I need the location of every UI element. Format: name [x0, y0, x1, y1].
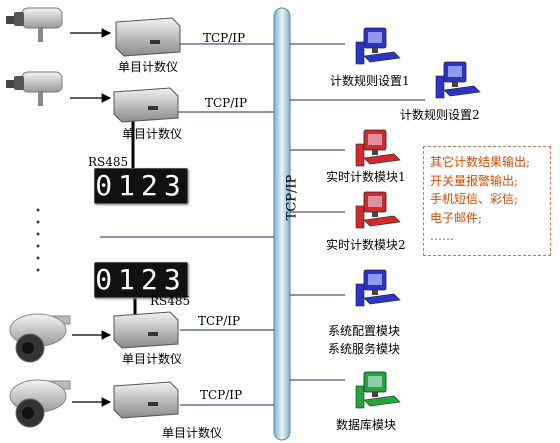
protocol-label: TCP/IP	[205, 96, 248, 110]
computer-icon	[435, 61, 481, 99]
counter-device-icon	[113, 311, 179, 349]
computer-icon	[355, 269, 401, 307]
note-line: 电子邮件;	[430, 210, 483, 225]
dome-camera-icon	[9, 379, 71, 428]
workstation-label-secondary: 系统服务模块	[328, 342, 401, 356]
counter-connections	[100, 43, 274, 406]
counter-label: 单目计数仪	[122, 352, 183, 366]
note-line: 其它计数结果输出;	[430, 155, 531, 169]
counter-device-icon	[113, 381, 179, 419]
bullet-camera-icon	[6, 71, 63, 106]
ellipsis-dots	[36, 208, 40, 272]
computer-icon	[355, 191, 401, 229]
counter-label: 单目计数仪	[122, 127, 183, 141]
counter-device-icon	[115, 17, 181, 57]
workstation-label: 系统配置模块	[328, 324, 401, 338]
workstation-icons	[355, 27, 481, 409]
computer-icon	[355, 27, 401, 65]
protocol-label: TCP/IP	[200, 388, 243, 402]
computer-icon	[355, 129, 401, 167]
workstation-label: 实时计数模块1	[326, 170, 406, 184]
dome-camera-icon	[9, 313, 71, 363]
counter-display: 0123	[94, 262, 188, 298]
workstation-label: 计数规则设置1	[330, 74, 410, 88]
note-line: 手机短信、彩信;	[430, 192, 519, 206]
tcpip-bus	[273, 7, 291, 441]
protocol-label: TCP/IP	[198, 314, 241, 328]
counter-label: 单目计数仪	[118, 60, 179, 74]
bus-label: TCP/IP	[284, 174, 300, 221]
camera-arrows	[70, 28, 112, 407]
protocol-label: TCP/IP	[203, 31, 246, 45]
bullet-camera-icon	[6, 7, 63, 42]
workstation-label: 实时计数模块2	[326, 238, 406, 252]
workstation-label: 数据库模块	[336, 418, 397, 432]
workstation-connections	[290, 43, 425, 381]
workstation-label: 计数规则设置2	[400, 108, 480, 122]
counter-device-icon	[113, 87, 179, 123]
note-line: 开关量报警输出;	[430, 173, 519, 188]
note-line: ……	[430, 229, 454, 243]
counter-display: 0123	[94, 168, 188, 204]
counter-label: 单目计数仪	[162, 426, 223, 440]
rs485-label: RS485	[150, 294, 191, 308]
computer-icon	[355, 371, 401, 409]
output-note: 其它计数结果输出; 开关量报警输出; 手机短信、彩信; 电子邮件; ……	[423, 146, 551, 256]
rs485-label: RS485	[88, 155, 129, 169]
